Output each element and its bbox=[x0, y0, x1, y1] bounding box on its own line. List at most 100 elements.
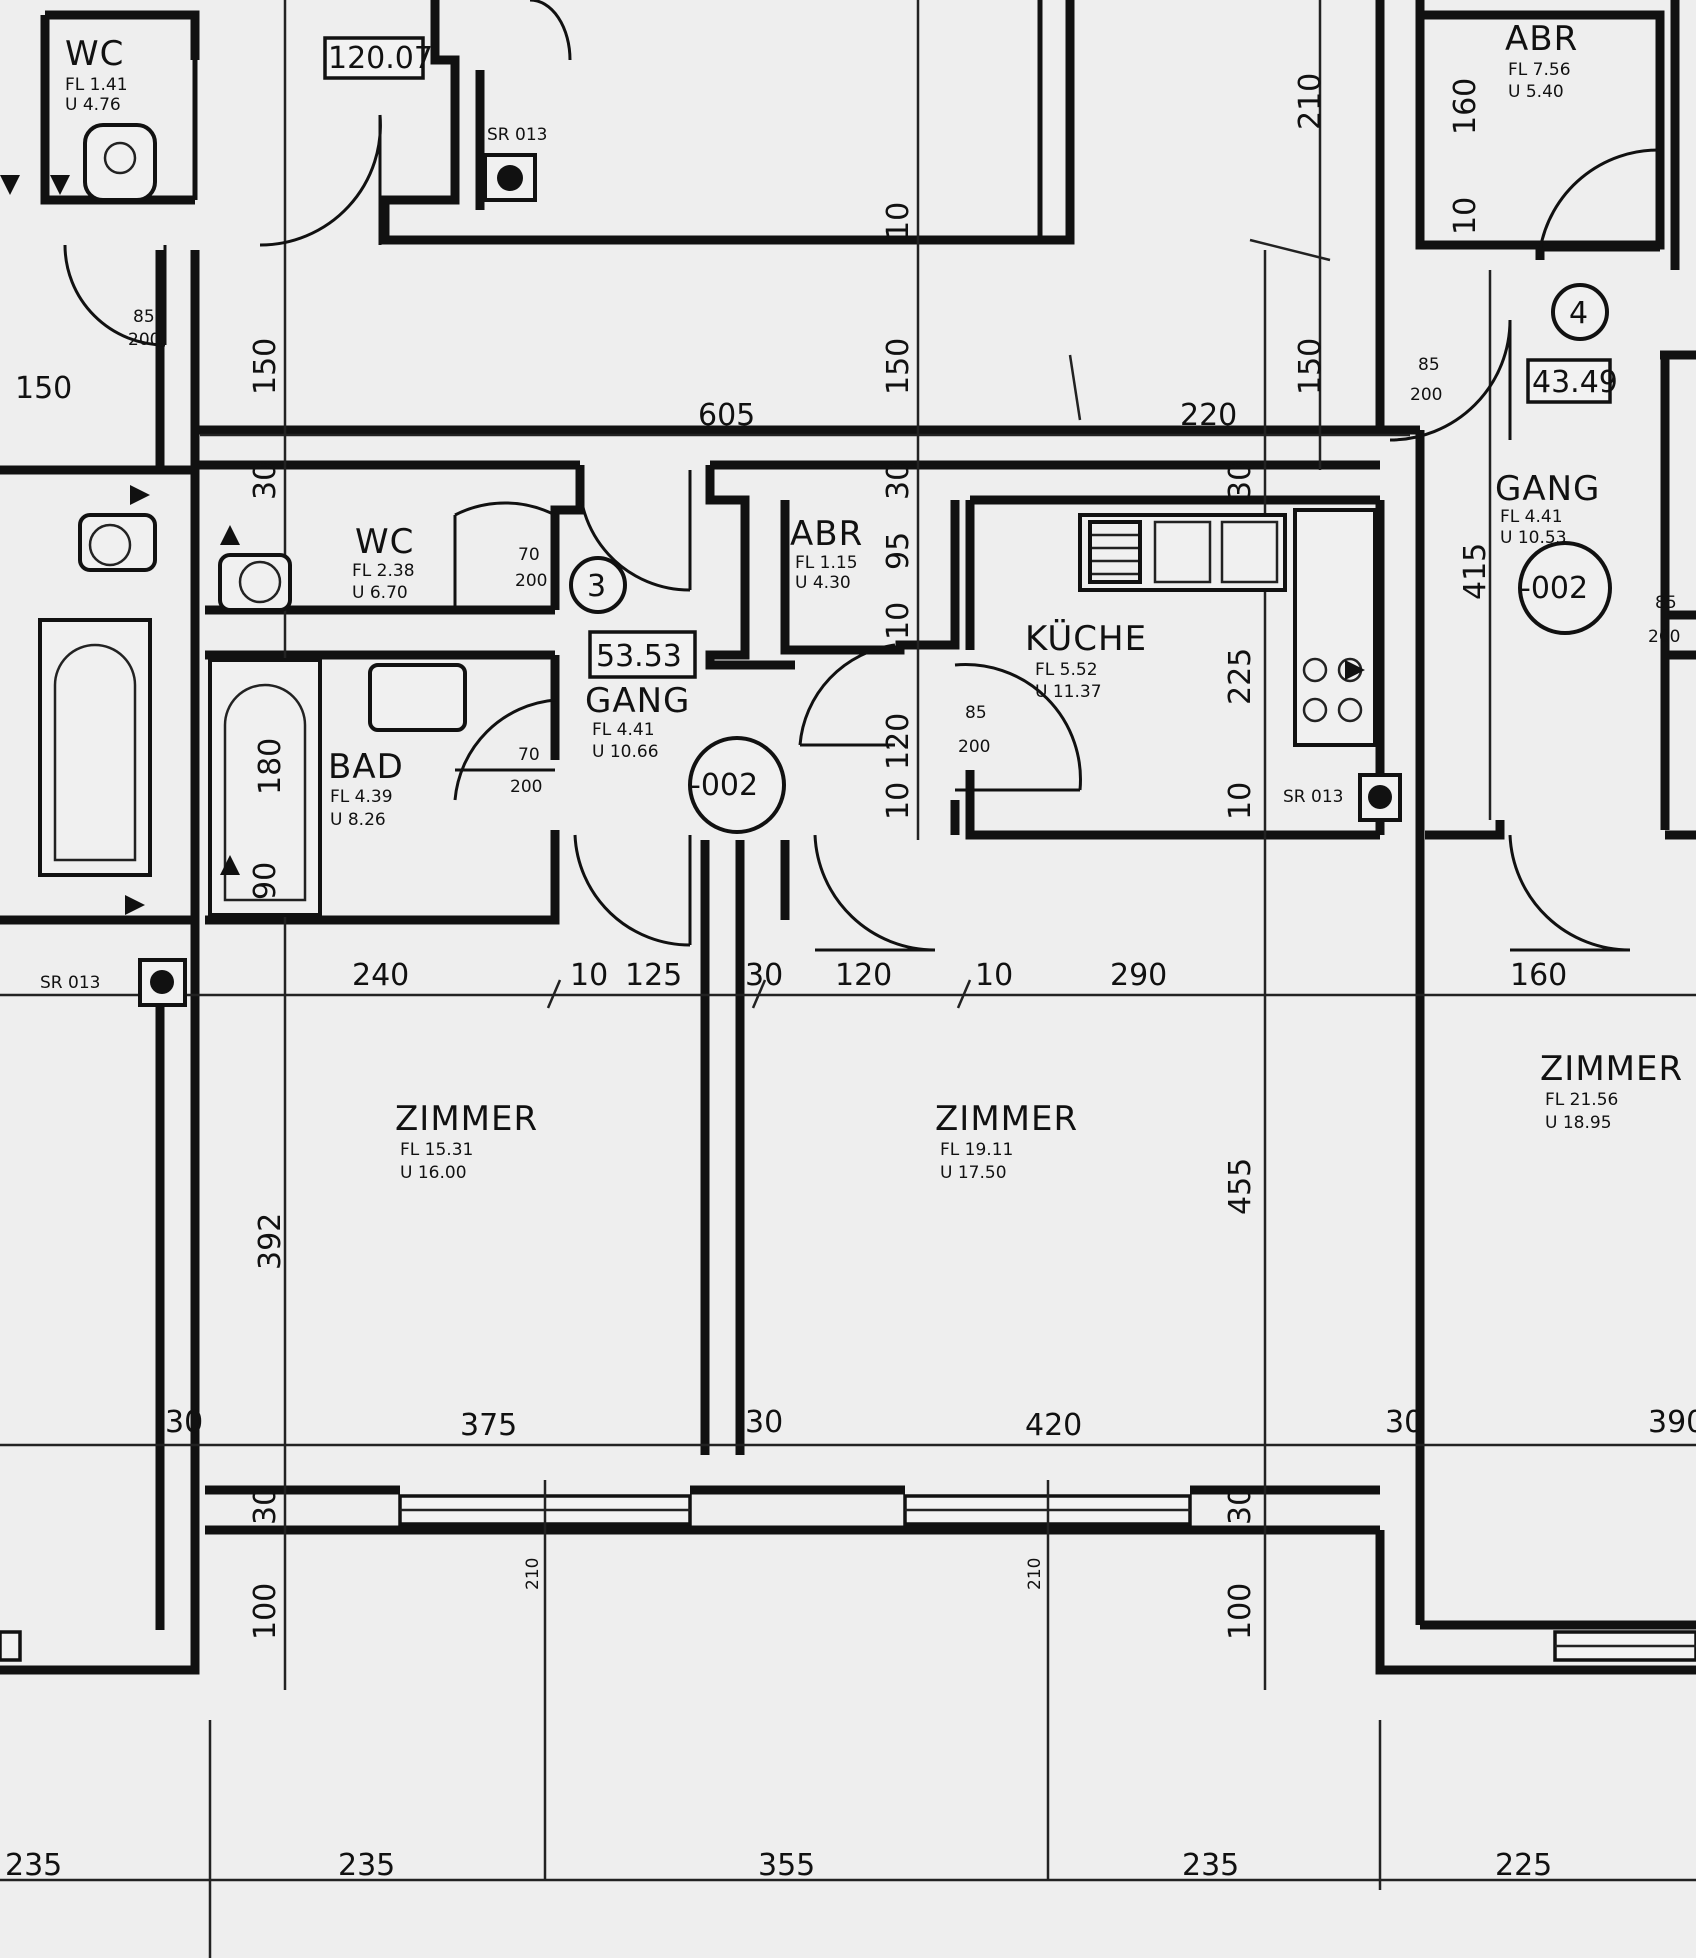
dim-375: 375 bbox=[460, 1408, 517, 1443]
door-height-bad: 200 bbox=[510, 777, 542, 797]
dim-v180-bath: 180 bbox=[253, 738, 288, 795]
dim-v150a: 150 bbox=[248, 338, 283, 395]
room-name-bad: BAD bbox=[328, 747, 404, 787]
shaft-label-top: SR 013 bbox=[487, 125, 547, 145]
dim-bottom-225: 225 bbox=[1495, 1848, 1552, 1883]
dim-420: 420 bbox=[1025, 1408, 1082, 1443]
dim-v100a: 100 bbox=[248, 1583, 283, 1640]
dim-v30f: 30 bbox=[1223, 1487, 1258, 1525]
room-name-kueche: KÜCHE bbox=[1025, 618, 1147, 659]
dim-30a: 30 bbox=[745, 958, 783, 993]
room-area-wc: FL 2.38 bbox=[352, 561, 415, 581]
room-perimeter-abr: U 4.30 bbox=[795, 573, 851, 593]
room-area-kueche: FL 5.52 bbox=[1035, 660, 1098, 680]
unit-labels: 3 53.53 -002 4 43.49 -002 120.07 SR 013 … bbox=[40, 41, 1618, 993]
dim-150-left: 150 bbox=[15, 371, 72, 406]
unit-level-3: -002 bbox=[690, 768, 758, 803]
door-height-wc: 200 bbox=[515, 571, 547, 591]
room-perimeter-bad: U 8.26 bbox=[330, 810, 386, 830]
door-width-far-right: 85 bbox=[1655, 593, 1677, 613]
dim-v95: 95 bbox=[881, 532, 916, 570]
door-height-far-right: 200 bbox=[1648, 627, 1680, 647]
unit-markers bbox=[323, 36, 1612, 834]
dim-v455: 455 bbox=[1223, 1158, 1258, 1215]
door-width-right: 85 bbox=[1418, 355, 1440, 375]
dim-10a: 10 bbox=[570, 958, 608, 993]
doors bbox=[63, 0, 1661, 952]
dim-v225: 225 bbox=[1223, 648, 1258, 705]
dim-220: 220 bbox=[1180, 398, 1237, 433]
room-perimeter-zimmer-right: U 18.95 bbox=[1545, 1113, 1612, 1133]
room-area-zimmer-2: FL 19.11 bbox=[940, 1140, 1013, 1160]
dim-bottom-235c: 235 bbox=[1182, 1848, 1239, 1883]
room-name-abr: ABR bbox=[790, 514, 863, 554]
room-name-wc: WC bbox=[355, 522, 414, 562]
room-perimeter-kueche: U 11.37 bbox=[1035, 682, 1102, 702]
dimension-labels: 605 220 240 10 125 30 120 10 290 160 375… bbox=[5, 73, 1696, 1883]
door-width-left: 85 bbox=[133, 307, 155, 327]
door-height-right: 200 bbox=[1410, 385, 1442, 405]
dim-v30a: 30 bbox=[248, 462, 283, 500]
dim-v150b: 150 bbox=[881, 338, 916, 395]
window-height-1: 210 bbox=[523, 1558, 543, 1590]
dim-v210: 210 bbox=[1293, 73, 1328, 130]
room-area-gang-right: FL 4.41 bbox=[1500, 507, 1563, 527]
dim-v392: 392 bbox=[253, 1213, 288, 1270]
room-area-gang: FL 4.41 bbox=[592, 720, 655, 740]
unit-area-top: 120.07 bbox=[328, 41, 433, 76]
dim-v10-top: 10 bbox=[881, 202, 916, 240]
door-width-kueche: 85 bbox=[965, 703, 987, 723]
room-perimeter-wc: U 6.70 bbox=[352, 583, 408, 603]
dim-v30e: 30 bbox=[248, 1487, 283, 1525]
room-perimeter-abr-right: U 5.40 bbox=[1508, 82, 1564, 102]
dim-290: 290 bbox=[1110, 958, 1167, 993]
dim-bottom-355: 355 bbox=[758, 1848, 815, 1883]
dim-125: 125 bbox=[625, 958, 682, 993]
dim-v10c: 10 bbox=[881, 602, 916, 640]
room-area-abr-right: FL 7.56 bbox=[1508, 60, 1571, 80]
dim-120: 120 bbox=[835, 958, 892, 993]
dim-240: 240 bbox=[352, 958, 409, 993]
door-height-left: 200 bbox=[128, 330, 160, 350]
unit-number-4: 4 bbox=[1569, 296, 1588, 331]
dim-v160-right: 160 bbox=[1448, 78, 1483, 135]
room-perimeter-zimmer-1: U 16.00 bbox=[400, 1163, 467, 1183]
dim-30c: 30 bbox=[745, 1405, 783, 1440]
room-area-wc-top: FL 1.41 bbox=[65, 75, 128, 95]
room-name-gang-right: GANG bbox=[1495, 469, 1600, 509]
dim-v100b: 100 bbox=[1223, 1583, 1258, 1640]
unit-area-3: 53.53 bbox=[596, 639, 682, 674]
dim-v30b: 30 bbox=[881, 462, 916, 500]
unit-area-4: 43.49 bbox=[1532, 365, 1618, 400]
room-name-zimmer-2: ZIMMER bbox=[935, 1099, 1078, 1139]
door-width-wc: 70 bbox=[518, 545, 540, 565]
dim-v150c: 150 bbox=[1293, 338, 1328, 395]
room-perimeter-zimmer-2: U 17.50 bbox=[940, 1163, 1007, 1183]
dim-bottom-235a: 235 bbox=[5, 1848, 62, 1883]
room-area-zimmer-right: FL 21.56 bbox=[1545, 1090, 1618, 1110]
window-height-2: 210 bbox=[1025, 1558, 1045, 1590]
shaft-label-kitchen: SR 013 bbox=[1283, 787, 1343, 807]
room-area-zimmer-1: FL 15.31 bbox=[400, 1140, 473, 1160]
room-area-bad: FL 4.39 bbox=[330, 787, 393, 807]
dim-v10-right: 10 bbox=[1448, 197, 1483, 235]
unit-level-4: -002 bbox=[1520, 571, 1588, 606]
dim-605: 605 bbox=[698, 398, 755, 433]
room-name-abr-right: ABR bbox=[1505, 19, 1578, 59]
room-name-zimmer-1: ZIMMER bbox=[395, 1099, 538, 1139]
unit-number-3: 3 bbox=[587, 569, 606, 604]
dim-390: 390 bbox=[1648, 1405, 1696, 1440]
dim-30b: 30 bbox=[165, 1405, 203, 1440]
room-labels: WC FL 1.41 U 4.76 WC FL 2.38 U 6.70 BAD … bbox=[65, 19, 1683, 1183]
dim-v120: 120 bbox=[881, 713, 916, 770]
room-name-gang: GANG bbox=[585, 681, 690, 721]
dim-160: 160 bbox=[1510, 958, 1567, 993]
walls bbox=[0, 0, 1696, 1675]
room-perimeter-gang-right: U 10.53 bbox=[1500, 528, 1567, 548]
dim-v30c: 30 bbox=[1223, 462, 1258, 500]
room-name-wc-top: WC bbox=[65, 34, 124, 74]
dim-bottom-235b: 235 bbox=[338, 1848, 395, 1883]
room-name-zimmer-right: ZIMMER bbox=[1540, 1049, 1683, 1089]
